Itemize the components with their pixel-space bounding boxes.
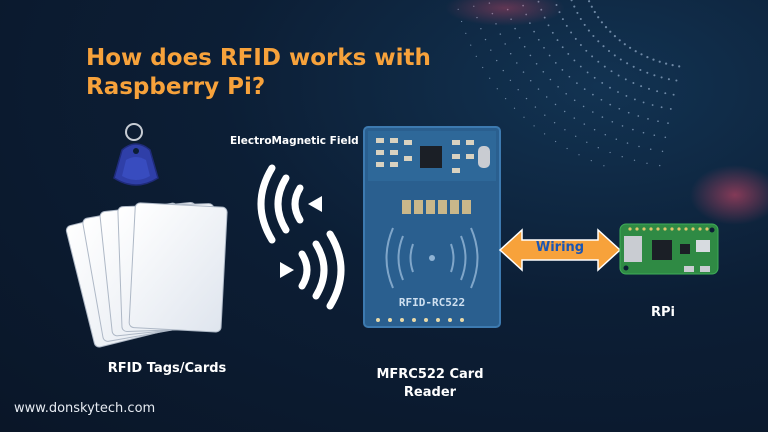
field-label: ElectroMagnetic Field (230, 135, 359, 147)
board-silkscreen: RFID-RC522 (399, 296, 465, 309)
website-url: www.donskytech.com (14, 401, 156, 416)
wifi-wave-icon (280, 230, 345, 310)
decorative-glow-top (445, 0, 565, 26)
page-title: How does RFID works with Raspberry Pi? (86, 44, 431, 102)
rfid-cards-stack (65, 201, 228, 348)
tags-label: RFID Tags/Cards (107, 361, 227, 376)
raspberry-pi-board (619, 223, 719, 275)
reader-label-line-1: MFRC522 Card (376, 367, 484, 382)
key-fob-icon (113, 123, 159, 186)
title-line-1: How does RFID works with (86, 45, 431, 71)
title-line-2: Raspberry Pi? (86, 74, 266, 100)
reader-label: MFRC522 Card Reader (350, 366, 510, 402)
decorative-dot-arcs (457, 0, 681, 167)
decorative-glow (690, 165, 768, 225)
wiring-label: Wiring (535, 240, 585, 255)
wifi-wave-icon (257, 164, 322, 244)
rpi-label: RPi (651, 305, 675, 320)
mfrc522-reader-board: RFID-RC522 (363, 126, 501, 328)
reader-label-line-2: Reader (403, 385, 457, 400)
